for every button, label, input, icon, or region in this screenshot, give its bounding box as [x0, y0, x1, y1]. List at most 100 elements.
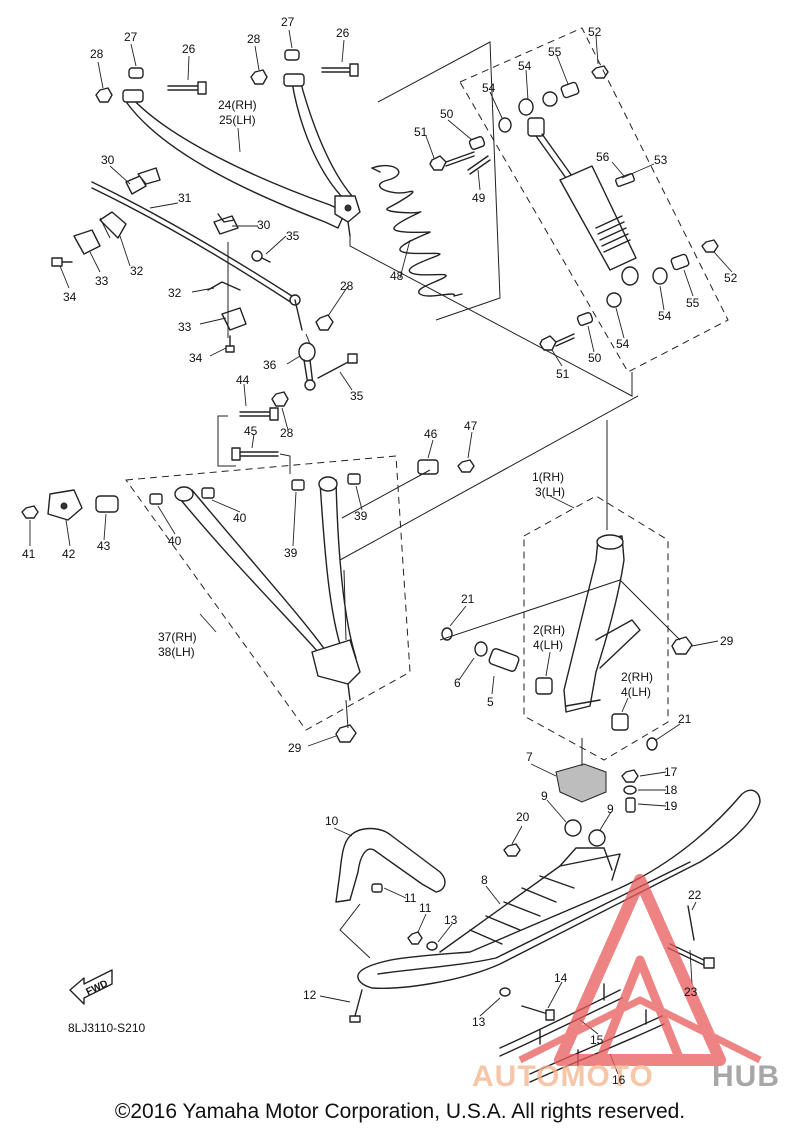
collar-27-left: [128, 67, 144, 79]
callout-label: 24(RH): [218, 98, 257, 112]
bushing-39-a: [291, 479, 305, 491]
nut-17: [621, 769, 639, 783]
lower-a-arm: [174, 476, 361, 701]
nut-29-right: [671, 636, 693, 655]
fwd-arrow-icon: FWD: [69, 969, 113, 1005]
collar-43: [95, 495, 119, 513]
callout-label: 22: [688, 888, 702, 902]
callout-label: 15: [590, 1033, 604, 1047]
callout-label: 6: [454, 676, 461, 690]
watermark-text-a: AUTOMOTO: [472, 1060, 654, 1093]
callout-label: 4(LH): [621, 685, 651, 699]
callout-label: 38(LH): [158, 645, 195, 659]
watermark-logo: AUTOMOTO HUB: [472, 874, 780, 1093]
washer-54-lower-a: [652, 267, 668, 285]
bolt-34-left: [51, 257, 73, 267]
callout-label: 8: [481, 873, 488, 887]
collar-27-right: [284, 49, 300, 61]
nut-47: [457, 459, 475, 473]
washer-54-lower-b: [606, 292, 622, 308]
shock-box-outline: [459, 27, 729, 373]
callout-label: 2(RH): [621, 670, 653, 684]
callout-label: 40: [168, 534, 182, 548]
callout-label: 7: [526, 750, 533, 764]
callout-label: 42: [62, 547, 76, 561]
nut-41: [21, 505, 39, 519]
callout-label: 55: [548, 45, 562, 59]
callout-label: 28: [90, 47, 104, 61]
spindle-box-outline: [523, 495, 669, 761]
callout-label: 45: [244, 424, 258, 438]
ski-stopper-7: [555, 763, 607, 803]
callout-label: 51: [556, 367, 570, 381]
cotter-pin-49: [467, 155, 491, 175]
nut-28-stabilizer: [315, 314, 334, 331]
shock-absorber: [527, 117, 639, 286]
callout-label: 25(LH): [219, 113, 256, 127]
bolt-35-lower: [317, 353, 358, 379]
watermark-text-b: HUB: [712, 1060, 780, 1093]
bolt-12: [349, 989, 363, 1023]
callout-label: 34: [189, 351, 203, 365]
nut-11-upper: [371, 883, 383, 893]
callout-label: 20: [516, 810, 530, 824]
callout-label: 23: [684, 985, 698, 999]
clamp-33-right: [221, 307, 247, 331]
washer-21-upper: [441, 627, 453, 641]
nut-29-left: [335, 724, 357, 743]
callout-label: 46: [424, 427, 438, 441]
callout-label: 54: [518, 59, 532, 73]
bolt-45: [231, 447, 279, 461]
callout-label: 39: [284, 546, 298, 560]
callout-label: 29: [720, 634, 734, 648]
nut-28-left: [95, 87, 113, 103]
copyright-notice: ©2016 Yamaha Motor Corporation, U.S.A. A…: [114, 1100, 686, 1123]
bolt-34-right: [225, 335, 235, 353]
bracket-32-left: [99, 211, 127, 239]
ski: [357, 789, 761, 989]
nut-52-lower: [701, 239, 719, 253]
nut-28-right: [250, 69, 268, 85]
callout-label: 52: [588, 25, 602, 39]
pin-22: [687, 905, 695, 941]
callout-label: 10: [325, 814, 339, 828]
callout-label: 12: [303, 988, 317, 1002]
callout-label: 30: [257, 218, 271, 232]
callout-label: 34: [63, 290, 77, 304]
callout-label: 28: [280, 426, 294, 440]
washer-13-lower: [499, 987, 511, 997]
bracket-32-right: [207, 281, 241, 291]
callout-label: 28: [340, 279, 354, 293]
bushing-2-right: [611, 713, 629, 731]
callout-label: 18: [664, 783, 678, 797]
callout-label: 33: [178, 320, 192, 334]
bolt-35-upper: [251, 250, 271, 263]
runner-15: [499, 983, 623, 1057]
collar-19: [625, 797, 636, 813]
collar-5: [488, 648, 520, 672]
bracket-42: [47, 489, 83, 521]
collar-50-lower: [576, 312, 594, 326]
callout-label: 17: [664, 765, 678, 779]
callout-label: 14: [554, 971, 568, 985]
callout-label: 26: [336, 26, 350, 40]
bushing-9-left: [564, 819, 582, 837]
washer-54-upper-c: [542, 91, 558, 107]
bushing-40-a: [149, 493, 163, 505]
callout-label: 39: [354, 509, 368, 523]
callout-label: 51: [414, 125, 428, 139]
callout-label: 53: [654, 153, 668, 167]
callout-label: 50: [440, 107, 454, 121]
callout-label: 54: [482, 81, 496, 95]
diagram-code: 8LJ3110-S210: [68, 1021, 146, 1035]
callout-label: 47: [464, 419, 478, 433]
callout-label: 5: [487, 695, 494, 709]
shock-bolt-51-lower: [539, 333, 575, 351]
bolt-26-left: [167, 81, 207, 95]
callout-label: 32: [168, 286, 182, 300]
upper-a-arm: [122, 73, 361, 237]
callout-label: 55: [686, 296, 700, 310]
callout-label: 29: [288, 741, 302, 755]
bushing-40-b: [201, 487, 215, 499]
callout-label: 9: [607, 802, 614, 816]
